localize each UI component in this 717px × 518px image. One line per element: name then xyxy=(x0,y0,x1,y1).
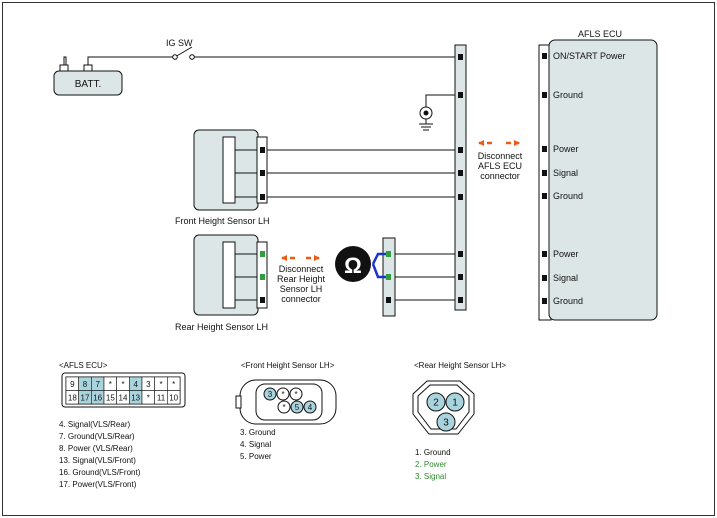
ecu-pin-label: Ground xyxy=(553,296,583,306)
rear-sensor-label: Rear Height Sensor LH xyxy=(175,322,268,332)
ecu-pin-number: * xyxy=(109,380,112,389)
ecu-connector-pin-desc: 8. Power (VLS/Rear) xyxy=(59,444,133,453)
rear-pin-circle xyxy=(436,412,456,432)
front-pin-circle xyxy=(263,387,277,401)
ecu-pin-number: 14 xyxy=(119,394,128,403)
front-connector-pin-desc: 4. Signal xyxy=(240,440,271,449)
disconnect-ecu-label: connector xyxy=(480,171,520,181)
rear-connector-pin-desc: 1. Ground xyxy=(415,448,451,457)
rear-pin-number: 3 xyxy=(443,418,449,429)
ohmmeter-icon: Ω xyxy=(335,246,371,282)
rear-connector-pin-desc: 2. Power xyxy=(415,460,447,469)
disconnect-rear-label: connector xyxy=(281,294,321,304)
disconnect-rear-label: Sensor LH xyxy=(280,284,323,294)
ecu-pin-label: Ground xyxy=(553,90,583,100)
ecu-pin-number: 11 xyxy=(157,394,166,403)
rear-connector-pin-desc: 3. Signal xyxy=(415,472,446,481)
ecu-connector-title: <AFLS ECU> xyxy=(59,361,108,370)
ecu-pin-label: Signal xyxy=(553,273,578,283)
disconnect-ecu-label: AFLS ECU xyxy=(478,161,522,171)
ig-switch-label: IG SW xyxy=(166,38,193,48)
disconnect-ecu-label: Disconnect xyxy=(478,151,523,161)
front-pin-circle xyxy=(290,400,304,414)
ecu-pin-number: 17 xyxy=(81,394,90,403)
ecu-connector-pin-desc: 16. Ground(VLS/Front) xyxy=(59,468,141,477)
rear-pin-number: 1 xyxy=(452,398,458,409)
front-pin-number: * xyxy=(281,390,284,399)
front-pin-number: * xyxy=(282,403,285,412)
ecu-pin-number: * xyxy=(159,380,162,389)
rear-height-sensor: Rear Height Sensor LH xyxy=(175,234,268,332)
ecu-pin-number: 4 xyxy=(133,380,138,389)
front-pin-circle xyxy=(303,400,317,414)
ecu-connector-pin-desc: 13. Signal(VLS/Front) xyxy=(59,456,136,465)
front-connector-pin-desc: 3. Ground xyxy=(240,428,276,437)
ecu-pin-number: 10 xyxy=(169,394,178,403)
ecu-pin-number: 18 xyxy=(68,394,77,403)
rear-pin-circle xyxy=(426,392,446,412)
disconnect-rear-label: Disconnect xyxy=(279,264,324,274)
ig-switch: IG SW xyxy=(166,38,195,60)
battery-label: BATT. xyxy=(75,79,101,90)
ecu-title: AFLS ECU xyxy=(578,29,622,39)
front-connector-title: <Front Height Sensor LH> xyxy=(241,361,335,370)
ecu-pin-label: Ground xyxy=(553,191,583,201)
rear-pin-circle xyxy=(445,392,465,412)
front-pin-circle xyxy=(289,387,303,401)
ecu-pin-number: 13 xyxy=(131,394,140,403)
afls-ecu: AFLS ECU ON/START Power Ground Power Sig… xyxy=(538,29,658,321)
battery: BATT. xyxy=(53,64,123,96)
front-pin-number: 5 xyxy=(295,403,300,412)
disconnect-rear-label: Rear Height xyxy=(277,274,326,284)
ecu-pin-number: * xyxy=(172,380,175,389)
rear-connector-face: <Rear Height Sensor LH> 2 13 xyxy=(412,361,506,435)
rear-pin-number: 2 xyxy=(433,398,439,409)
front-pin-number: 3 xyxy=(268,390,273,399)
ecu-connector-pin-desc: 7. Ground(VLS/Rear) xyxy=(59,432,135,441)
ohmmeter-leads xyxy=(371,252,386,279)
front-pin-circle xyxy=(276,387,290,401)
rear-pin-cells: 2 13 xyxy=(426,392,465,432)
ecu-pin-number: 7 xyxy=(95,380,100,389)
front-pin-number: 4 xyxy=(308,403,313,412)
front-connector-pin-desc: 5. Power xyxy=(240,452,272,461)
ecu-pin-cell xyxy=(167,390,181,405)
ohmmeter-symbol: Ω xyxy=(344,253,362,278)
ecu-pin-number: 9 xyxy=(70,380,75,389)
ecu-pin-number: 3 xyxy=(146,380,151,389)
ecu-pin-label: Power xyxy=(553,144,579,154)
rear-connector-title: <Rear Height Sensor LH> xyxy=(414,361,506,370)
ecu-pin-label: ON/START Power xyxy=(553,51,626,61)
front-height-sensor: Front Height Sensor LH xyxy=(175,129,270,226)
chassis-ground-icon xyxy=(419,106,433,131)
ecu-pin-number: * xyxy=(147,394,150,403)
ecu-pin-number: 16 xyxy=(93,394,102,403)
front-pin-circle xyxy=(277,400,291,414)
ecu-connector-pin-desc: 4. Signal(VLS/Rear) xyxy=(59,420,130,429)
front-sensor-label: Front Height Sensor LH xyxy=(175,216,270,226)
ecu-connector-pin-desc: 17. Power(VLS/Front) xyxy=(59,480,137,489)
ecu-pin-label: Power xyxy=(553,249,579,259)
ecu-pin-number: * xyxy=(121,380,124,389)
front-pin-number: * xyxy=(294,390,297,399)
inline-connector xyxy=(454,44,467,311)
ecu-pin-number: 15 xyxy=(106,394,115,403)
ecu-pin-number: 8 xyxy=(83,380,88,389)
ecu-pin-label: Signal xyxy=(553,168,578,178)
